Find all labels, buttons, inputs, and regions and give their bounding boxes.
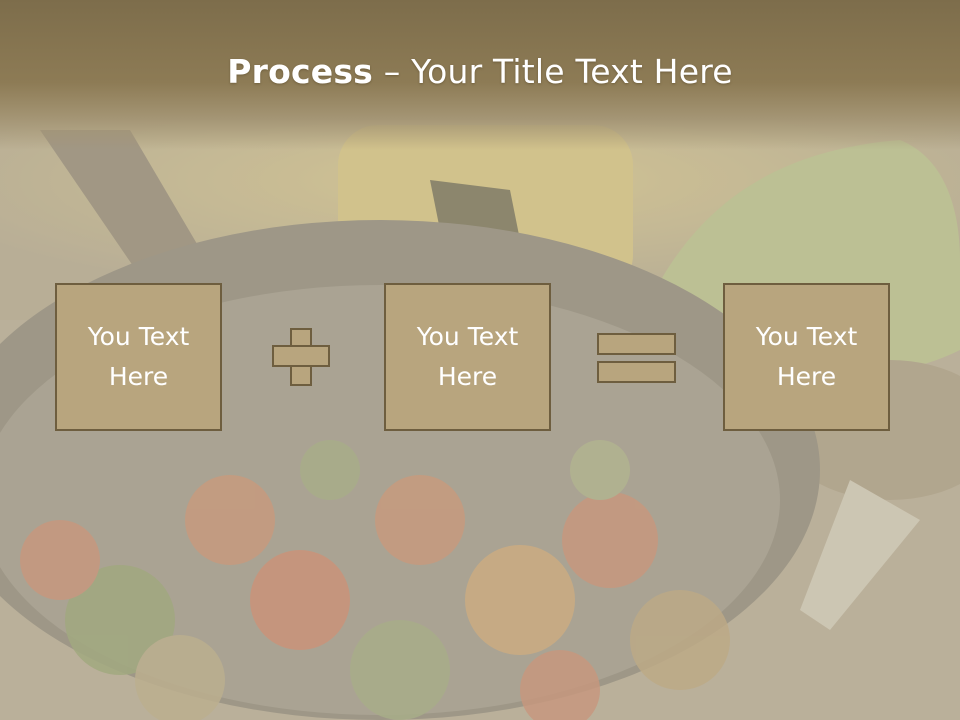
title-band [0,0,960,150]
text-box-2[interactable]: You Text Here [384,283,551,431]
title-rest-part: – Your Title Text Here [373,52,733,91]
title-bold-part: Process [227,52,374,91]
slide-title: Process – Your Title Text Here [0,52,960,91]
text-box-1[interactable]: You Text Here [55,283,222,431]
text-box-3[interactable]: You Text Here [723,283,890,431]
